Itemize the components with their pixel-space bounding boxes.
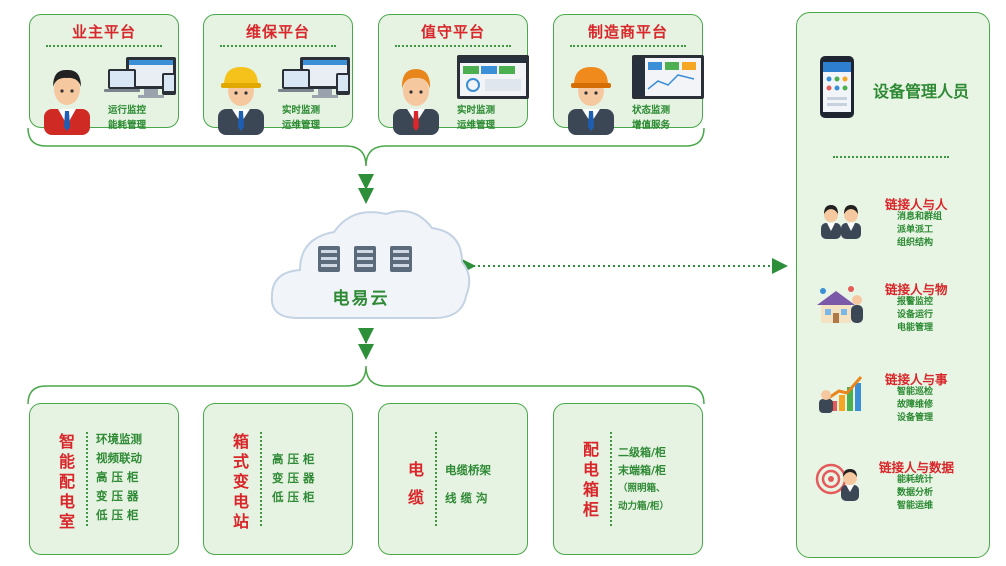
person-icon <box>44 69 90 135</box>
monitor-screens-icon <box>278 57 350 98</box>
site-items: 高 压 柜 变 压 器 低 压 柜 <box>272 450 315 507</box>
cloud-label: 电易云 <box>332 289 390 309</box>
divider <box>570 45 686 47</box>
platform-card-owner[interactable]: 业主平台 运行监控 能耗管理 <box>29 14 179 135</box>
link-title: 链接人与数据 <box>879 460 955 475</box>
site-divider <box>260 432 262 526</box>
feature-item: 运维管理 <box>281 120 320 131</box>
site-card-smart-room[interactable]: 智能配电室 环境监测 视频联动 高 压 柜 变 压 器 低 压 柜 <box>29 403 179 555</box>
site-items: 二级箱/柜 末端箱/柜 （照明箱、 动力箱/柜） <box>618 444 669 516</box>
site-item: 变 压 器 <box>272 471 315 485</box>
feature-item: 实时监测 <box>281 105 320 116</box>
manager-panel: 设备管理人员 链接人与人 消息和群组 派单派工 组织结构 链接人与物 报警监控 … <box>796 12 990 558</box>
link-items: 能耗统计 数据分析 智能运维 <box>897 474 933 513</box>
site-card-box-substation[interactable]: 箱式变电站 高 压 柜 变 压 器 低 压 柜 <box>203 403 353 555</box>
platform-title: 制造商平台 <box>587 23 668 41</box>
site-item: 低 压 柜 <box>272 490 315 504</box>
dashboard-screen-icon <box>457 55 529 99</box>
site-item: 环境监测 <box>96 432 142 446</box>
site-item: 二级箱/柜 <box>618 446 667 459</box>
platform-card-duty[interactable]: 值守平台 实时监测 运维管理 <box>378 14 529 135</box>
platform-card-maintenance[interactable]: 维保平台 实时监测 运维管理 <box>203 14 353 135</box>
top-bracket <box>27 127 705 167</box>
site-item: （照明箱、 <box>618 483 666 494</box>
link-item: 能耗统计 <box>897 475 934 485</box>
site-card-cable[interactable]: 电缆 电缆桥架 线 缆 沟 <box>378 403 528 555</box>
divider <box>46 45 162 47</box>
feature-item: 实时监测 <box>456 105 495 116</box>
feature-item: 运维管理 <box>456 120 495 131</box>
link-item: 派单派工 <box>897 225 934 235</box>
link-title: 链接人与人 <box>885 197 948 212</box>
site-divider <box>610 432 612 526</box>
link-title: 链接人与物 <box>885 282 948 297</box>
divider <box>395 45 511 47</box>
site-title: 箱式变电站 <box>232 432 249 531</box>
platform-features: 状态监测 增值服务 <box>620 103 682 133</box>
phone-icon <box>820 56 854 118</box>
link-item: 智能巡检 <box>897 387 934 397</box>
site-item: 线 缆 沟 <box>445 491 488 505</box>
site-item: 末端箱/柜 <box>618 464 667 477</box>
platform-title: 业主平台 <box>71 23 136 41</box>
feature-item: 增值服务 <box>631 120 670 131</box>
site-item: 高 压 柜 <box>96 470 139 484</box>
manager-title: 设备管理人员 <box>873 82 970 101</box>
worker-orange-helmet-icon <box>568 67 614 135</box>
platform-card-manufacturer[interactable]: 制造商平台 状态监测 增值服务 <box>553 14 704 135</box>
platform-title: 值守平台 <box>420 23 485 41</box>
site-card-distribution-box[interactable]: 配电箱柜 二级箱/柜 末端箱/柜 （照明箱、 动力箱/柜） <box>553 403 703 555</box>
platform-title: 维保平台 <box>245 23 310 41</box>
link-item: 设备运行 <box>897 310 934 320</box>
link-item: 数据分析 <box>897 488 934 498</box>
link-item: 组织结构 <box>897 238 934 248</box>
dashboard-screen-icon <box>632 55 704 99</box>
site-item: 变 压 器 <box>96 489 139 503</box>
platform-features: 运行监控 能耗管理 <box>96 103 158 133</box>
person-orange-hair-icon <box>393 69 439 135</box>
link-item: 智能运维 <box>897 501 934 511</box>
site-title: 智能配电室 <box>58 432 75 531</box>
feature-item: 状态监测 <box>631 105 670 116</box>
people-icon <box>821 205 861 239</box>
link-item: 报警监控 <box>897 297 934 307</box>
link-items: 消息和群组 派单派工 组织结构 <box>897 211 942 250</box>
link-item: 电能管理 <box>897 323 934 333</box>
link-items: 智能巡检 故障维修 设备管理 <box>897 386 933 425</box>
monitor-screens-icon <box>104 57 176 98</box>
platform-features: 实时监测 运维管理 <box>445 103 507 133</box>
link-item: 故障维修 <box>897 400 934 410</box>
site-title: 配电箱柜 <box>582 440 599 519</box>
site-items: 电缆桥架 线 缆 沟 <box>445 456 491 512</box>
link-item: 设备管理 <box>897 413 934 423</box>
site-item: 视频联动 <box>96 451 142 465</box>
site-item: 动力箱/柜） <box>618 501 669 512</box>
link-title: 链接人与事 <box>885 372 948 387</box>
site-divider <box>435 432 437 526</box>
site-divider <box>86 432 88 526</box>
site-item: 电缆桥架 <box>445 463 491 477</box>
worker-yellow-helmet-icon <box>218 67 264 135</box>
link-item: 消息和群组 <box>897 212 943 222</box>
site-title: 电缆 <box>407 460 424 507</box>
feature-item: 运行监控 <box>107 105 146 116</box>
site-item: 低 压 柜 <box>96 508 139 522</box>
feature-item: 能耗管理 <box>107 120 146 131</box>
cloud-icon <box>270 210 471 319</box>
bottom-bracket <box>27 365 705 405</box>
growth-chart-icon <box>819 376 863 413</box>
platform-features: 实时监测 运维管理 <box>270 103 332 133</box>
site-items: 环境监测 视频联动 高 压 柜 变 压 器 低 压 柜 <box>96 430 142 525</box>
divider <box>833 156 949 158</box>
building-icon <box>817 286 863 323</box>
divider <box>220 45 336 47</box>
link-items: 报警监控 设备运行 电能管理 <box>897 296 933 335</box>
site-item: 高 压 柜 <box>272 452 315 466</box>
target-icon <box>815 463 859 501</box>
